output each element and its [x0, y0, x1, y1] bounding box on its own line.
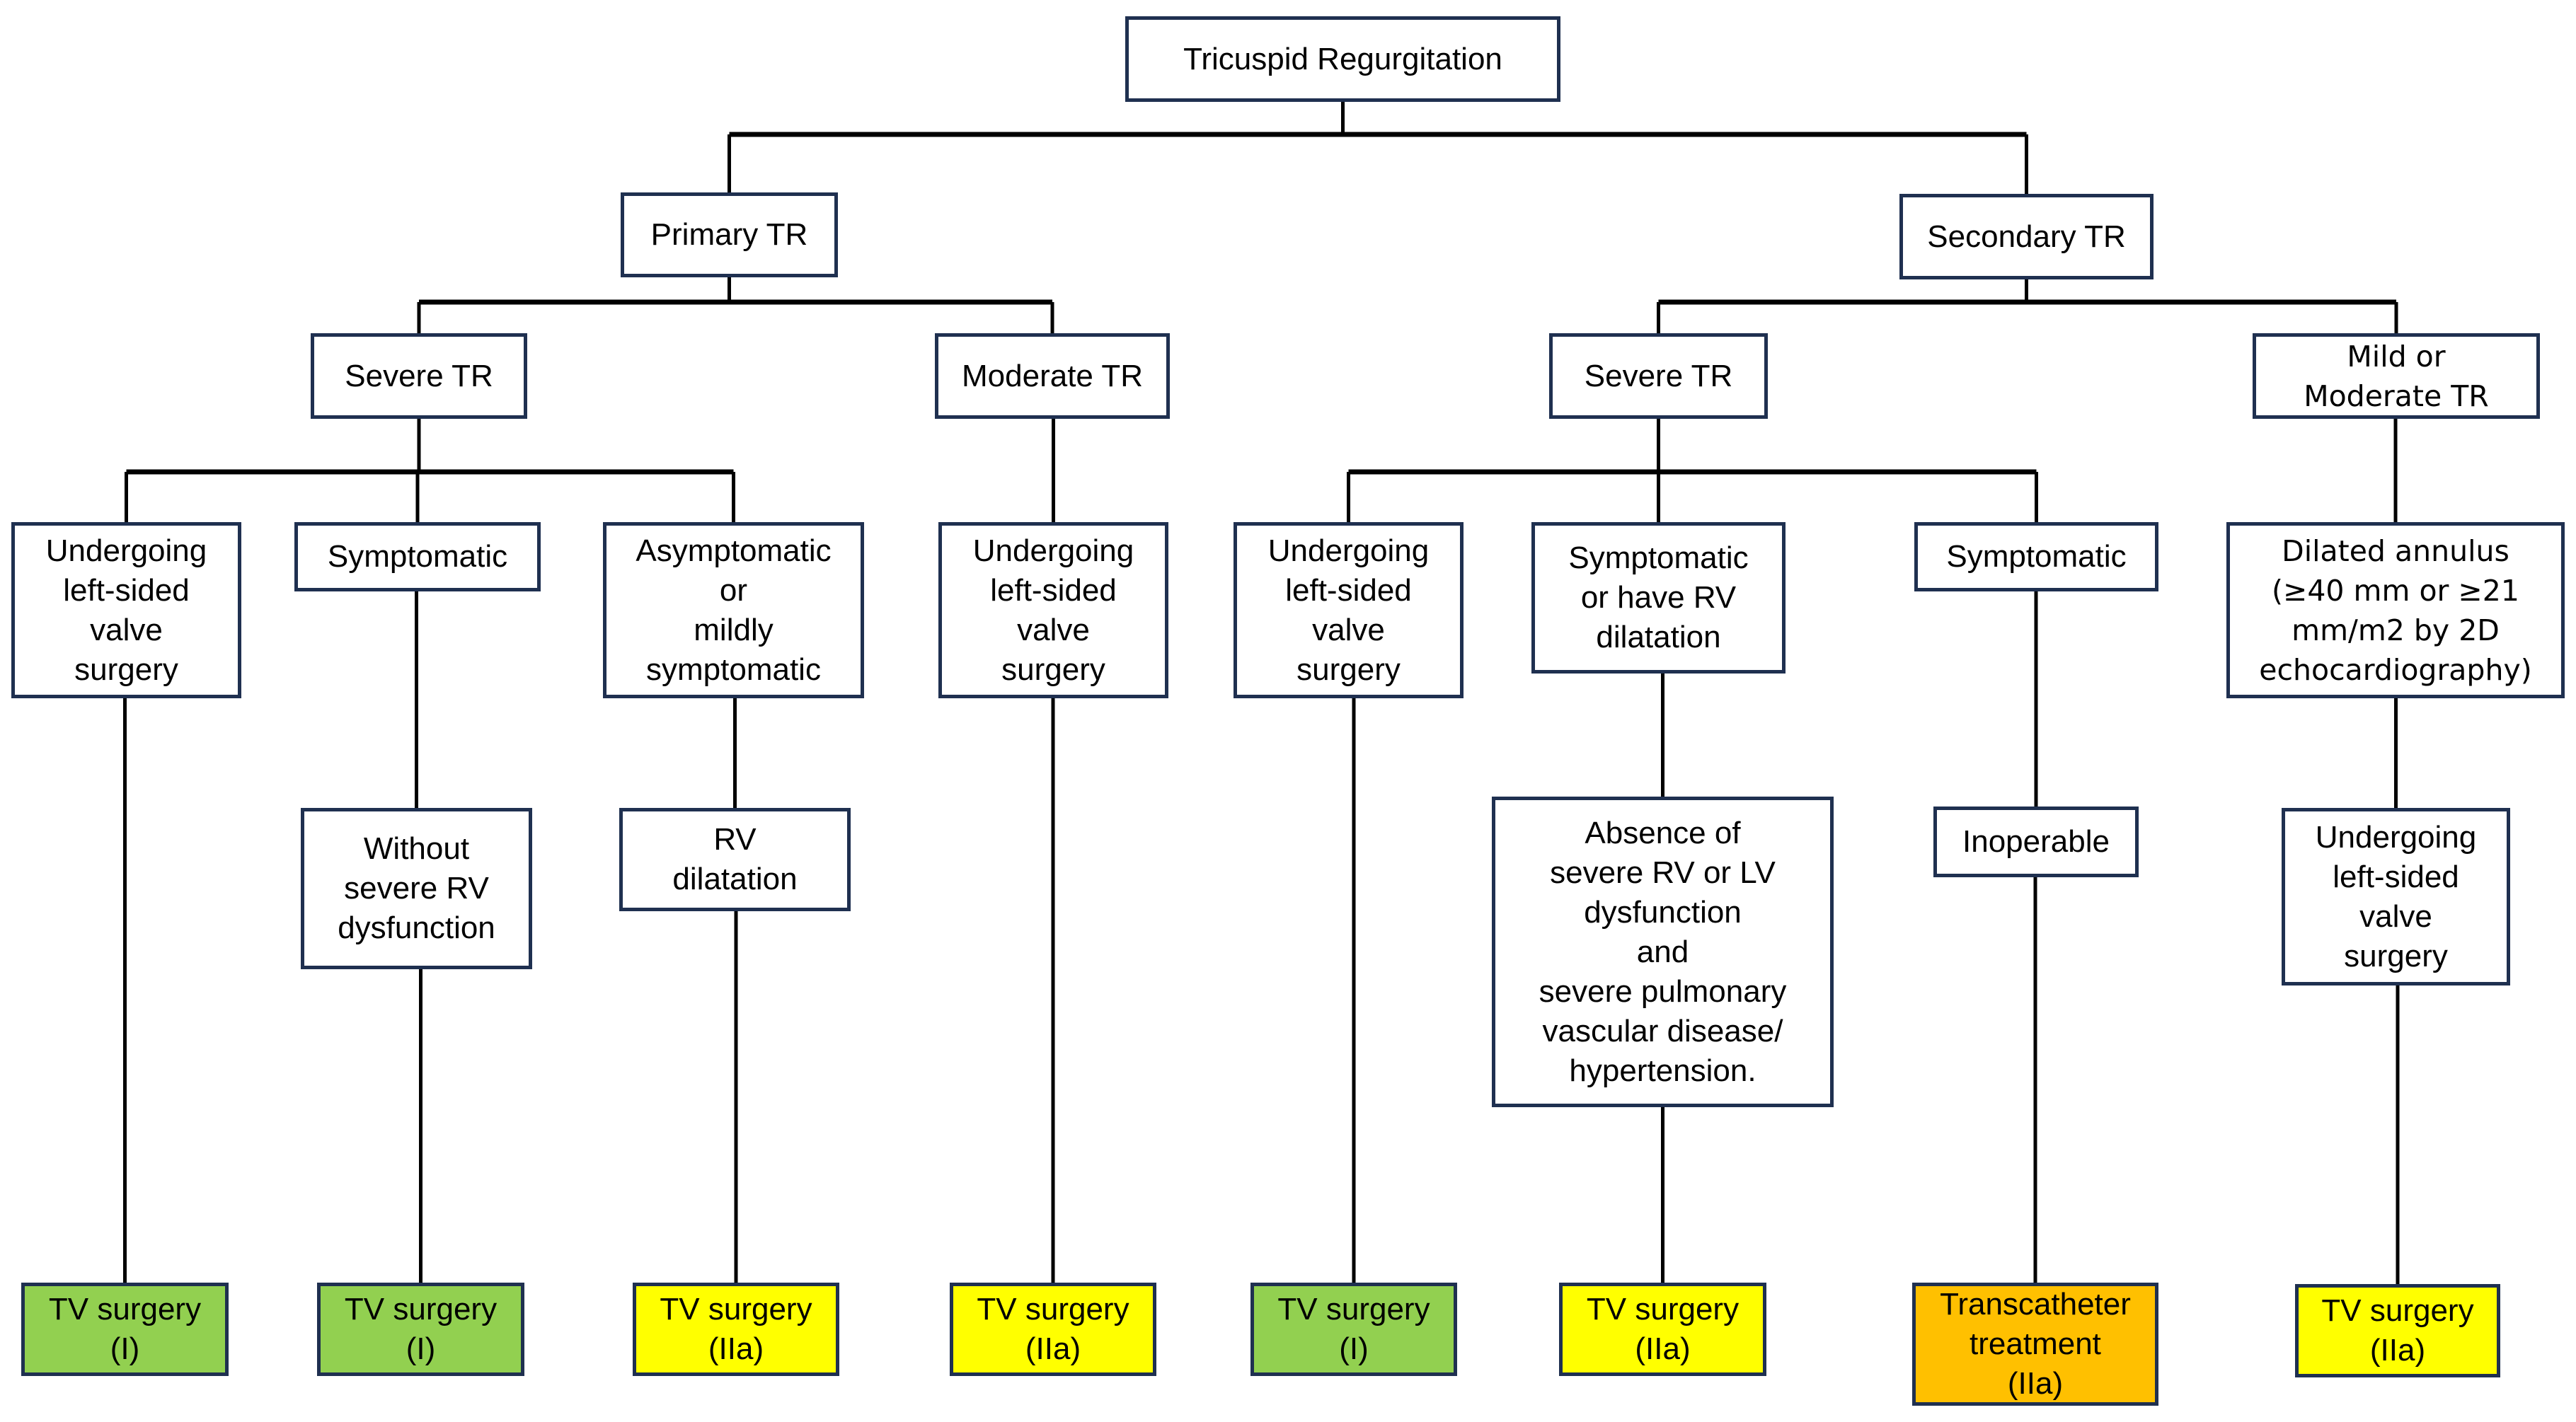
outcome-tv-surgery-class-i-3: TV surgery (I): [1250, 1283, 1457, 1376]
outcome-tv-surgery-class-iia-1: TV surgery (IIa): [633, 1283, 839, 1376]
outcome-tv-surgery-class-iia-3: TV surgery (IIa): [1559, 1283, 1766, 1376]
node-undergoing-left-sided-surgery-4: Undergoing left-sided valve surgery: [2282, 808, 2510, 985]
node-rv-dilatation: RV dilatation: [619, 808, 851, 911]
node-primary-tr: Primary TR: [621, 192, 838, 277]
node-mild-or-moderate-tr: Mild or Moderate TR: [2253, 333, 2540, 419]
outcome-tv-surgery-class-iia-2: TV surgery (IIa): [950, 1283, 1156, 1376]
node-secondary-severe-tr: Severe TR: [1549, 333, 1768, 419]
node-inoperable: Inoperable: [1933, 807, 2139, 877]
outcome-transcatheter-treatment-class-iia: Transcatheter treatment (IIa): [1912, 1283, 2158, 1406]
node-asymptomatic-or-mildly-symptomatic: Asymptomatic or mildly symptomatic: [603, 522, 864, 698]
node-without-severe-rv-dysfunction: Without severe RV dysfunction: [301, 808, 532, 969]
node-primary-moderate-tr: Moderate TR: [935, 333, 1170, 419]
node-primary-severe-tr: Severe TR: [311, 333, 527, 419]
node-dilated-annulus: Dilated annulus (≥40 mm or ≥21 mm/m2 by …: [2226, 522, 2565, 698]
node-symptomatic-2: Symptomatic: [1914, 522, 2158, 591]
node-undergoing-left-sided-surgery-2: Undergoing left-sided valve surgery: [938, 522, 1168, 698]
outcome-tv-surgery-class-i-1: TV surgery (I): [21, 1283, 229, 1376]
node-absence-of-severe-dysfunction: Absence of severe RV or LV dysfunction a…: [1492, 797, 1834, 1107]
node-tricuspid-regurgitation: Tricuspid Regurgitation: [1125, 16, 1560, 102]
node-symptomatic-or-rv-dilatation: Symptomatic or have RV dilatation: [1531, 522, 1786, 674]
outcome-tv-surgery-class-i-2: TV surgery (I): [317, 1283, 524, 1376]
node-undergoing-left-sided-surgery-3: Undergoing left-sided valve surgery: [1234, 522, 1464, 698]
node-symptomatic-1: Symptomatic: [294, 522, 541, 591]
node-secondary-tr: Secondary TR: [1899, 194, 2154, 279]
node-undergoing-left-sided-surgery-1: Undergoing left-sided valve surgery: [11, 522, 241, 698]
outcome-tv-surgery-class-iia-4: TV surgery (IIa): [2295, 1284, 2500, 1377]
